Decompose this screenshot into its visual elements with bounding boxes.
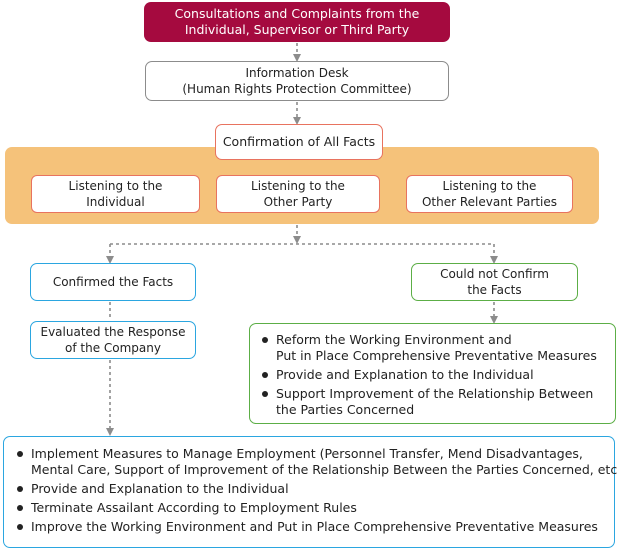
confirmed-facts-box: Confirmed the Facts: [30, 263, 196, 301]
top-line-2: Individual, Supervisor or Third Party: [184, 22, 410, 37]
listening-1-line-1: Listening to the: [68, 179, 163, 193]
list-item: Terminate Assailant According to Employm…: [15, 500, 608, 516]
listening-other-relevant-box: Listening to the Other Relevant Parties: [406, 175, 573, 213]
listening-2-line-1: Listening to the: [251, 179, 345, 193]
list-item: Implement Measures to Manage Employment …: [15, 446, 617, 478]
action-line: Provide and Explanation to the Individua…: [31, 481, 289, 496]
desk-line-1: Information Desk: [245, 66, 349, 80]
listening-3-line-1: Listening to the: [442, 179, 537, 193]
list-item: Provide and Explanation to the Individua…: [15, 481, 608, 497]
list-item: Support Improvement of the Relationship …: [260, 386, 609, 418]
confirmation-box: Confirmation of All Facts: [215, 124, 383, 160]
not-confirmed-actions-list: Reform the Working Environment and Put i…: [249, 323, 616, 424]
desk-line-2: (Human Rights Protection Committee): [182, 82, 412, 96]
action-line: Support Improvement of the Relationship …: [276, 386, 594, 401]
list-item: Reform the Working Environment and Put i…: [260, 332, 609, 364]
action-line: Reform the Working Environment and: [276, 332, 512, 347]
top-line-1: Consultations and Complaints from the: [174, 6, 420, 21]
action-line: Implement Measures to Manage Employment …: [31, 446, 583, 461]
listening-2-line-2: Other Party: [263, 195, 333, 209]
list-item: Provide and Explanation to the Individua…: [260, 367, 609, 383]
not-confirmed-line-2: the Facts: [467, 283, 522, 297]
action-line: Put in Place Comprehensive Preventative …: [276, 348, 597, 363]
action-line: Provide and Explanation to the Individua…: [276, 367, 534, 382]
action-line: the Parties Concerned: [276, 402, 415, 417]
evaluated-line-2: of the Company: [65, 341, 161, 355]
action-line: Terminate Assailant According to Employm…: [31, 500, 357, 515]
listening-3-line-2: Other Relevant Parties: [421, 195, 558, 209]
information-desk-box: Information Desk (Human Rights Protectio…: [145, 61, 449, 101]
evaluated-response-box: Evaluated the Response of the Company: [30, 321, 196, 359]
confirmed-actions-list: Implement Measures to Manage Employment …: [3, 436, 617, 548]
listening-1-line-2: Individual: [86, 195, 145, 209]
not-confirmed-box: Could not Confirm the Facts: [411, 263, 578, 301]
list-item: Improve the Working Environment and Put …: [15, 519, 608, 535]
action-line: Mental Care, Support of Improvement of t…: [31, 462, 617, 477]
consultation-source-box: Consultations and Complaints from the In…: [144, 2, 450, 42]
listening-individual-box: Listening to the Individual: [31, 175, 200, 213]
confirmed-label: Confirmed the Facts: [52, 275, 174, 289]
not-confirmed-line-1: Could not Confirm: [440, 267, 549, 281]
confirmation-label: Confirmation of All Facts: [222, 134, 376, 149]
listening-other-party-box: Listening to the Other Party: [216, 175, 380, 213]
evaluated-line-1: Evaluated the Response: [40, 325, 186, 339]
action-line: Improve the Working Environment and Put …: [31, 519, 598, 534]
